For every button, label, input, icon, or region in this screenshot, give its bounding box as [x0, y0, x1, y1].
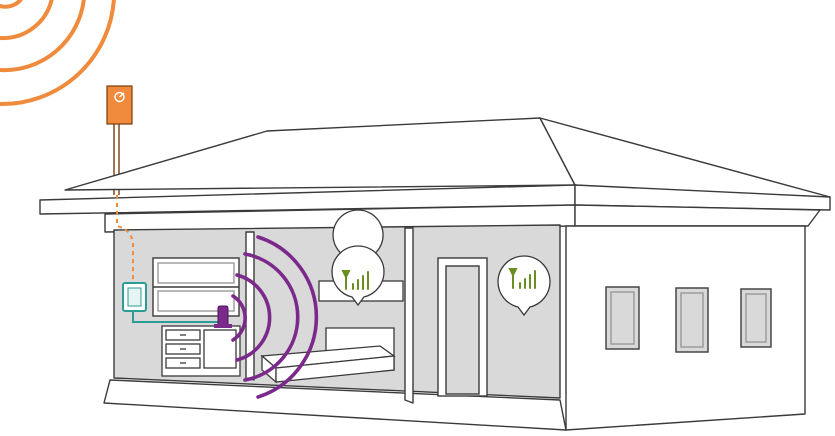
- signal-waves-icon: [0, 0, 116, 107]
- dresser: [161, 325, 241, 377]
- bubble-bedroom: [331, 209, 385, 307]
- exterior-windows: [605, 286, 772, 353]
- booster-icon: [122, 282, 147, 312]
- indoor-antenna-icon: [214, 305, 232, 328]
- cell-signal-bars-icon: [508, 268, 536, 289]
- indoor-signal-waves-icon: [231, 235, 319, 399]
- doorway: [437, 257, 488, 397]
- roof: [39, 117, 831, 233]
- bed: [260, 327, 396, 384]
- bubble-right-room: [497, 255, 551, 317]
- cell-signal-bars-icon: [341, 270, 369, 290]
